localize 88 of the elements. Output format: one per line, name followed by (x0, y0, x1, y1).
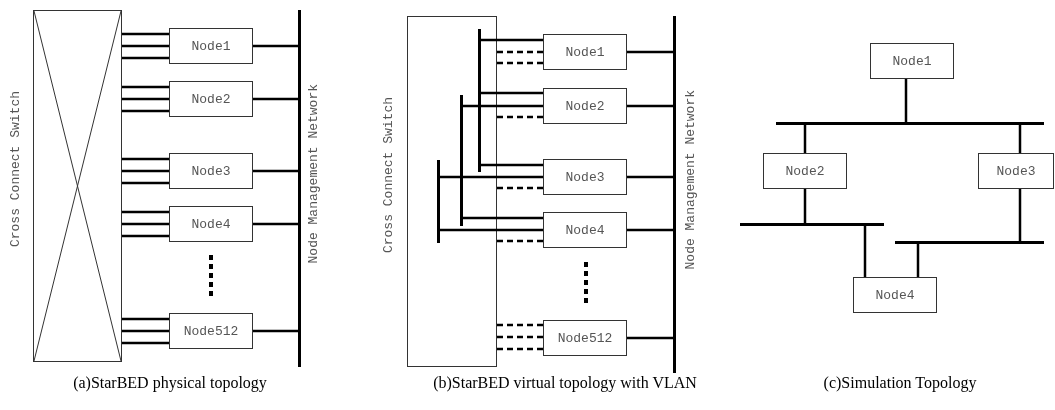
bus-line (776, 122, 1044, 125)
link-line (122, 109, 169, 113)
link-line (439, 228, 543, 232)
link-line (1018, 125, 1022, 153)
dashed-link-line (497, 239, 543, 243)
node-box (169, 313, 253, 349)
node-box (543, 320, 627, 356)
node-box (543, 88, 627, 124)
panel-caption: (b)StarBED virtual topology with VLAN (433, 374, 697, 392)
node-label: Node512 (557, 330, 613, 346)
link-line (122, 341, 169, 345)
bus-line (437, 160, 440, 243)
link-line (904, 79, 908, 122)
link-line (253, 222, 298, 226)
link-line (480, 163, 543, 167)
link-line (627, 104, 673, 108)
node-box (543, 159, 627, 195)
bus-line (460, 95, 463, 226)
link-line (803, 125, 807, 153)
link-line (122, 181, 169, 185)
node-box (978, 153, 1054, 189)
dashed-link-line (497, 50, 543, 54)
link-line (1018, 189, 1022, 241)
dashed-link-line (497, 335, 543, 339)
link-line (462, 216, 543, 220)
node-label: Node4 (875, 287, 915, 303)
link-line (122, 85, 169, 89)
switch-label: Cross Connect Switch (381, 96, 396, 253)
link-line (253, 44, 298, 48)
switch-label: Cross Connect Switch (8, 91, 23, 248)
node-label: Node3 (996, 163, 1036, 179)
node-label: Node3 (191, 163, 231, 179)
link-line (253, 329, 298, 333)
node-label: Node1 (892, 53, 932, 69)
link-line (916, 244, 920, 277)
network-label: Node Management Network (683, 89, 698, 269)
node-box (543, 212, 627, 248)
bus-line (740, 223, 884, 226)
dashed-link-line (497, 115, 543, 119)
dashed-link-line (497, 61, 543, 65)
node-label: Node4 (191, 216, 231, 232)
node-label: Node2 (191, 91, 231, 107)
link-line (627, 50, 673, 54)
node-box (169, 153, 253, 189)
link-line (122, 222, 169, 226)
node-label: Node2 (565, 98, 605, 114)
link-line (253, 97, 298, 101)
panel-caption: (a)StarBED physical topology (73, 374, 267, 392)
link-line (439, 175, 543, 179)
link-line (122, 329, 169, 333)
node-box (169, 206, 253, 242)
link-line (122, 157, 169, 161)
node-label: Node3 (565, 169, 605, 185)
dashed-link-line (497, 323, 543, 327)
link-line (122, 56, 169, 60)
node-label: Node1 (565, 44, 605, 60)
bus-line (478, 29, 481, 172)
node-box (870, 43, 954, 79)
node-box (763, 153, 847, 189)
node-box (169, 28, 253, 64)
node-box (169, 81, 253, 117)
node-box (543, 34, 627, 70)
link-line (803, 189, 807, 223)
link-line (462, 104, 543, 108)
link-line (122, 210, 169, 214)
node-label: Node2 (785, 163, 825, 179)
link-line (122, 97, 169, 101)
link-line (627, 228, 673, 232)
panel-caption: (c)Simulation Topology (823, 374, 977, 392)
link-line (122, 32, 169, 36)
link-line (122, 317, 169, 321)
link-line (122, 44, 169, 48)
bus-line (895, 241, 1044, 244)
dashed-link-line (497, 186, 543, 190)
link-line (122, 234, 169, 238)
link-line (480, 91, 543, 95)
link-line (122, 169, 169, 173)
link-line (627, 336, 673, 340)
node-label: Node4 (565, 222, 605, 238)
link-line (627, 175, 673, 179)
dashed-link-line (497, 347, 543, 351)
node-box (853, 277, 937, 313)
node-label: Node512 (183, 323, 239, 339)
link-line (480, 38, 543, 42)
network-label: Node Management Network (306, 83, 321, 263)
link-line (863, 226, 867, 277)
link-line (253, 169, 298, 173)
node-label: Node1 (191, 38, 231, 54)
